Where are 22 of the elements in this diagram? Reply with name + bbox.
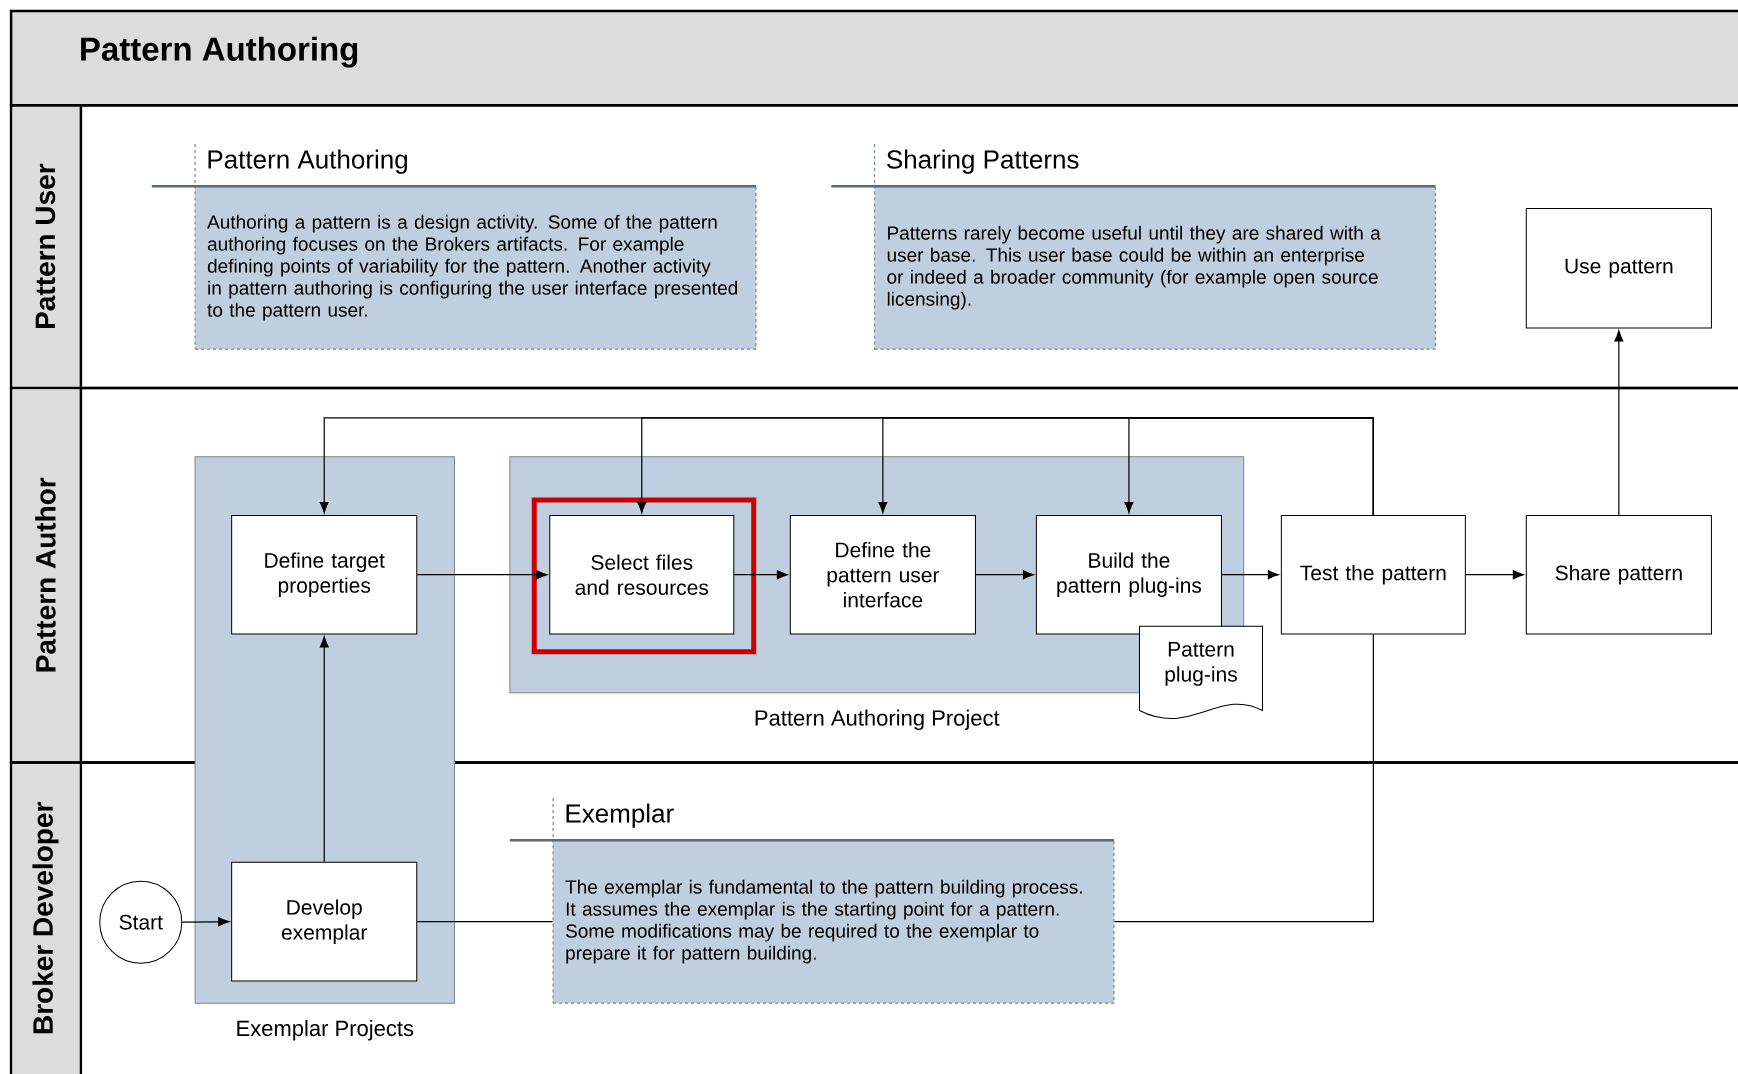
arrow (1124, 417, 1374, 516)
note-heading: Pattern Authoring (208, 149, 407, 174)
arrow (416, 570, 548, 580)
arrow (1465, 570, 1524, 580)
process-box: Develop exemplar (231, 861, 418, 982)
arrow (733, 570, 788, 580)
arrow (1221, 570, 1280, 580)
note-heading: Sharing Patterns (887, 149, 1079, 174)
process-box: Test the pattern (1280, 514, 1466, 635)
process-box: Use pattern (1525, 207, 1712, 329)
arrow (1614, 330, 1624, 516)
note-heading: Exemplar (566, 803, 674, 828)
process-box: Define the pattern user interface (789, 514, 976, 635)
node-label: Pattern Authoring Project (755, 709, 1000, 731)
arrow (319, 636, 329, 863)
group-label: Exemplar Projects (237, 1019, 414, 1041)
process-box: Select files and resources (549, 514, 735, 635)
arrow (181, 917, 230, 927)
process-box: Build the pattern plug-ins (1035, 514, 1222, 635)
arrow (975, 570, 1035, 580)
process-box: Define target properties (231, 514, 418, 635)
process-box: Share pattern (1525, 514, 1712, 635)
